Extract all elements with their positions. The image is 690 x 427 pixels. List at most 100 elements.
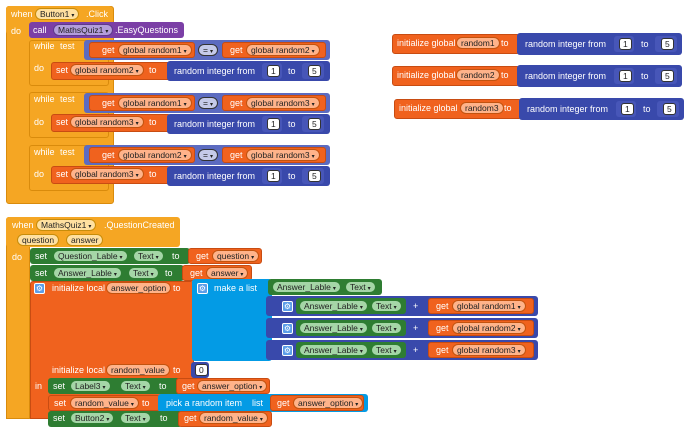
compare-op-dropdown[interactable]: =▾ xyxy=(198,149,218,161)
var-dropdown[interactable]: global random1▾ xyxy=(118,44,192,56)
var-dropdown[interactable]: answer_option▾ xyxy=(197,380,268,392)
list-keyword: list xyxy=(252,398,263,408)
set-keyword: set xyxy=(56,169,69,179)
random-integer-block-3[interactable] xyxy=(167,166,330,186)
number-zero[interactable]: 0 xyxy=(195,364,208,376)
compare-op-dropdown[interactable]: =▾ xyxy=(198,44,218,56)
number-to[interactable]: 5 xyxy=(663,103,676,115)
var-dropdown[interactable]: answer▾ xyxy=(206,267,249,279)
property-dropdown[interactable]: Text▾ xyxy=(128,267,159,279)
to-keyword: to xyxy=(173,283,181,293)
get-keyword: get xyxy=(196,251,209,261)
get-keyword: get xyxy=(436,323,449,333)
global-name-field[interactable]: random2 xyxy=(456,69,500,81)
to-keyword: to xyxy=(288,171,296,181)
property-dropdown[interactable]: Text▾ xyxy=(345,281,376,293)
component-dropdown[interactable]: Question_Lable▾ xyxy=(53,250,128,262)
init-local-label: initialize local xyxy=(52,283,106,293)
gear-icon[interactable]: ⚙ xyxy=(34,283,45,294)
gear-icon[interactable]: ⚙ xyxy=(197,283,208,294)
number-from[interactable]: 1 xyxy=(267,118,280,130)
to-keyword: to xyxy=(504,103,512,113)
get-keyword: get xyxy=(102,98,115,108)
var-dropdown[interactable]: question▾ xyxy=(212,250,260,262)
property-dropdown[interactable]: Text▾ xyxy=(133,250,164,262)
param-question[interactable]: question xyxy=(17,234,60,246)
do-keyword: do xyxy=(34,117,45,127)
component-dropdown[interactable]: Label3▾ xyxy=(70,380,111,392)
var-dropdown[interactable]: global random3▾ xyxy=(452,344,526,356)
to-keyword: to xyxy=(165,268,173,278)
param-answer[interactable]: answer xyxy=(66,234,104,246)
property-dropdown[interactable]: Text▾ xyxy=(371,344,402,356)
component-dropdown[interactable]: Answer_Lable▾ xyxy=(272,281,341,293)
to-keyword: to xyxy=(149,117,157,127)
property-dropdown[interactable]: Text▾ xyxy=(371,300,402,312)
var-dropdown[interactable]: global random2▾ xyxy=(452,322,526,334)
number-to[interactable]: 5 xyxy=(308,65,321,77)
component-dropdown[interactable]: Answer_Lable▾ xyxy=(299,344,368,356)
to-keyword: to xyxy=(643,104,651,114)
component-mathsquiz1-dropdown[interactable]: MathsQuiz1▾ xyxy=(36,219,97,231)
number-to[interactable]: 5 xyxy=(308,118,321,130)
var-dropdown[interactable]: global random3▾ xyxy=(246,97,320,109)
number-to[interactable]: 5 xyxy=(661,38,674,50)
global-name-field[interactable]: random1 xyxy=(456,37,500,49)
var-dropdown[interactable]: global random1▾ xyxy=(452,300,526,312)
gear-icon[interactable]: ⚙ xyxy=(282,345,293,356)
while-keyword: while xyxy=(34,147,55,157)
number-from[interactable]: 1 xyxy=(267,65,280,77)
to-keyword: to xyxy=(501,70,509,80)
compare-op-dropdown[interactable]: =▾ xyxy=(198,97,218,109)
get-keyword: get xyxy=(436,345,449,355)
random-integer-label: random integer from xyxy=(527,104,609,114)
number-from[interactable]: 1 xyxy=(619,70,632,82)
local-name-field[interactable]: random_value xyxy=(106,364,170,376)
number-to[interactable]: 5 xyxy=(308,170,321,182)
get-keyword: get xyxy=(182,381,195,391)
set-var-dropdown[interactable]: random_value▾ xyxy=(70,397,139,409)
init-global-label: initialize global xyxy=(397,38,456,48)
set-var-dropdown[interactable]: global random3▾ xyxy=(70,168,144,180)
gear-icon[interactable]: ⚙ xyxy=(282,301,293,312)
event-name: .Click xyxy=(86,9,108,19)
var-dropdown[interactable]: answer_option▾ xyxy=(293,397,364,409)
get-keyword: get xyxy=(277,398,290,408)
pick-random-label: pick a random item xyxy=(166,398,243,408)
random-integer-global-2[interactable] xyxy=(517,65,682,87)
number-from[interactable]: 1 xyxy=(267,170,280,182)
random-integer-block-2[interactable] xyxy=(167,114,330,134)
component-button1-dropdown[interactable]: Button1▾ xyxy=(35,8,80,20)
set-keyword: set xyxy=(35,251,48,261)
to-keyword: to xyxy=(172,251,180,261)
property-dropdown[interactable]: Text▾ xyxy=(120,380,151,392)
get-keyword: get xyxy=(190,268,203,278)
get-keyword: get xyxy=(230,150,243,160)
random-integer-block-1[interactable] xyxy=(167,61,330,81)
random-integer-global-3[interactable] xyxy=(519,98,684,120)
set-var-dropdown[interactable]: global random3▾ xyxy=(70,116,144,128)
component-dropdown[interactable]: Answer_Lable▾ xyxy=(299,322,368,334)
component-dropdown[interactable]: Button2▾ xyxy=(70,412,115,424)
event-questioncreated[interactable] xyxy=(6,217,30,419)
var-dropdown[interactable]: global random3▾ xyxy=(246,149,320,161)
var-dropdown[interactable]: random_value▾ xyxy=(199,412,268,424)
random-integer-label: random integer from xyxy=(174,171,256,181)
component-dropdown[interactable]: Answer_Lable▾ xyxy=(53,267,122,279)
property-dropdown[interactable]: Text▾ xyxy=(120,412,151,424)
var-dropdown[interactable]: global random2▾ xyxy=(118,149,192,161)
call-component-dropdown[interactable]: MathsQuiz1▾ xyxy=(53,24,114,36)
global-name-field[interactable]: random3 xyxy=(460,102,504,114)
random-integer-global-1[interactable] xyxy=(517,33,682,55)
gear-icon[interactable]: ⚙ xyxy=(282,323,293,334)
var-dropdown[interactable]: global random1▾ xyxy=(118,97,192,109)
set-keyword: set xyxy=(35,268,48,278)
component-dropdown[interactable]: Answer_Lable▾ xyxy=(299,300,368,312)
number-from[interactable]: 1 xyxy=(621,103,634,115)
set-var-dropdown[interactable]: global random2▾ xyxy=(70,64,144,76)
number-from[interactable]: 1 xyxy=(619,38,632,50)
var-dropdown[interactable]: global random2▾ xyxy=(246,44,320,56)
number-to[interactable]: 5 xyxy=(661,70,674,82)
local-name-field[interactable]: answer_option xyxy=(106,282,172,294)
property-dropdown[interactable]: Text▾ xyxy=(371,322,402,334)
